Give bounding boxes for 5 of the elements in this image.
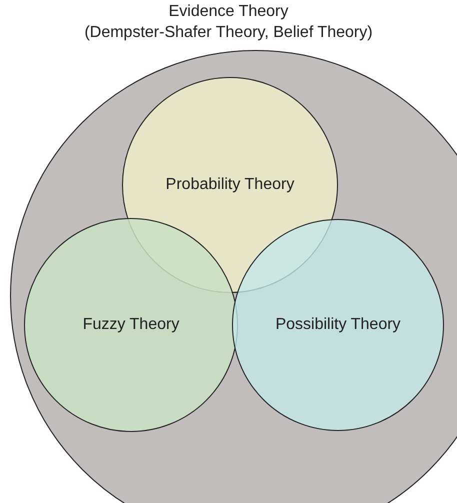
circle-label: Fuzzy Theory [82,316,180,334]
circle-label: Possibility Theory [275,316,401,334]
circle-label: Probability Theory [166,176,294,194]
heading: Evidence Theory [168,2,290,22]
heading: (Dempster-Shafer Theory, Belief Theory) [83,23,374,43]
